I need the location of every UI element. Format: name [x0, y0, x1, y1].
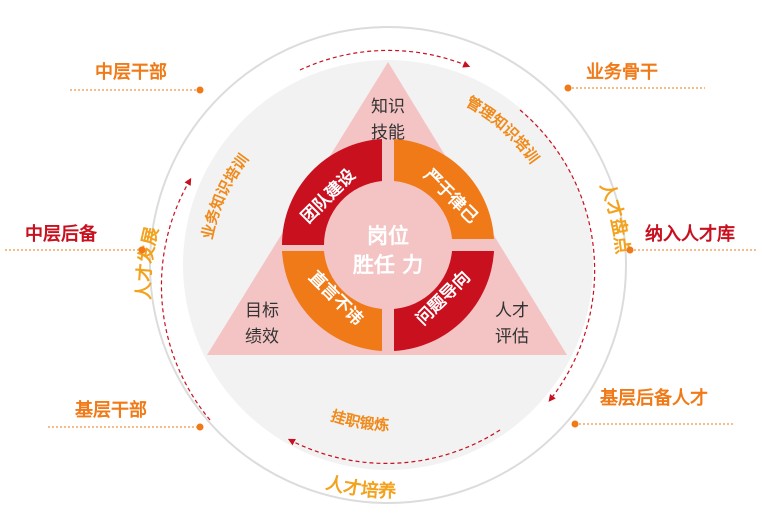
triangle-top-line2: 技能: [371, 123, 405, 143]
label-middle-cadre: 中层干部: [95, 61, 167, 83]
triangle-top-line1: 知识: [371, 97, 405, 117]
label-grassroots-cadre: 基层干部: [74, 399, 147, 421]
arc-top-dashed: [299, 49, 471, 71]
label-grassroots-reserve: 基层后备人才: [599, 387, 708, 409]
outer-connectors: [5, 87, 757, 428]
segment-team-building: [281, 139, 382, 245]
segment-strict-discipline: [394, 139, 494, 239]
outer-dots: [138, 84, 634, 431]
arc-bottom-dashed: [287, 429, 501, 464]
triangle-bottom-right-line2: 评估: [495, 327, 529, 347]
arc-right-dashed: [519, 109, 596, 402]
dot-grassroots-cadre: [196, 423, 204, 431]
dot-grassroots-reserve: [571, 420, 579, 428]
segment-straight-talk: [282, 251, 382, 351]
center-line1: 岗位: [367, 224, 409, 248]
label-business-backbone: 业务骨干: [586, 61, 658, 83]
label-talent-pool: 纳入人才库: [645, 223, 735, 245]
triangle-bottom-left-line1: 目标: [245, 301, 279, 321]
triangle-bottom-right-line1: 人才: [495, 301, 529, 321]
center-line2: 胜任 力: [353, 253, 423, 277]
dot-middle-cadre: [196, 86, 204, 94]
dot-talent-pool: [626, 246, 634, 254]
dot-middle-reserve: [138, 246, 146, 254]
triangle-bottom-left-line2: 绩效: [245, 327, 279, 347]
arc-left-dashed: [160, 177, 211, 421]
segment-problem-oriented: [394, 251, 494, 351]
label-middle-reserve: 中层后备: [25, 223, 98, 245]
dot-business-backbone: [564, 84, 572, 92]
